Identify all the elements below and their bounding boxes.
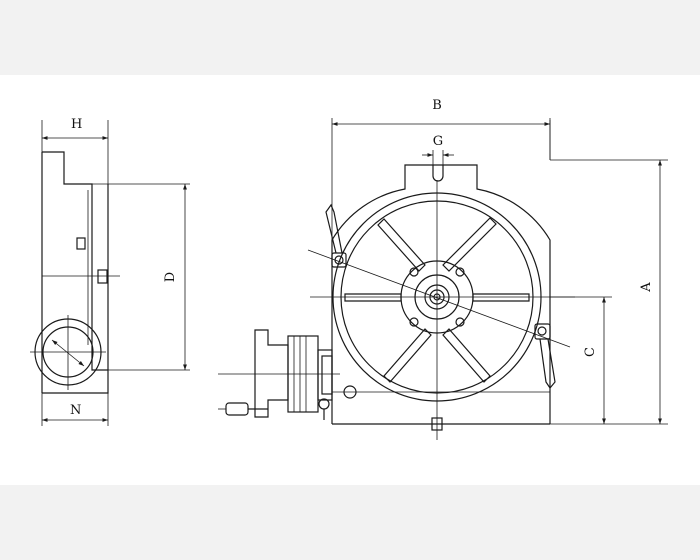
- dimension-g: G: [422, 134, 454, 165]
- side-view-stud: [76, 237, 86, 250]
- front-view: B G A C: [218, 98, 668, 440]
- dimension-c: C: [550, 296, 612, 424]
- base-key: [431, 417, 443, 431]
- label-n: N: [70, 403, 81, 418]
- rotary-table: [307, 180, 575, 440]
- front-view-tslot: [432, 165, 444, 182]
- clamp-lever-right: [534, 323, 556, 390]
- technical-drawing: H N D: [30, 98, 668, 440]
- clamp-lever-left: [325, 203, 347, 268]
- side-view-body: [42, 151, 109, 394]
- dimension-h: H: [41, 117, 109, 184]
- locking-screw: [343, 385, 357, 399]
- label-b: B: [432, 98, 442, 113]
- table-slots: [344, 217, 530, 383]
- label-h: H: [71, 117, 82, 132]
- handwheel-assembly: [218, 329, 340, 420]
- label-g: G: [433, 134, 443, 149]
- label-c: C: [583, 347, 598, 357]
- dimension-a: A: [639, 160, 662, 424]
- dimension-d: D: [163, 184, 187, 370]
- front-view-housing: [331, 164, 551, 392]
- side-view-stud: [97, 269, 108, 284]
- label-d: D: [163, 272, 178, 282]
- dimension-n: N: [41, 393, 109, 426]
- dimension-b: B: [331, 98, 551, 240]
- label-a: A: [639, 282, 654, 293]
- side-view-worm-housing: [30, 315, 106, 390]
- side-view: H N D: [30, 117, 190, 426]
- drawing-canvas: H N D: [0, 75, 700, 485]
